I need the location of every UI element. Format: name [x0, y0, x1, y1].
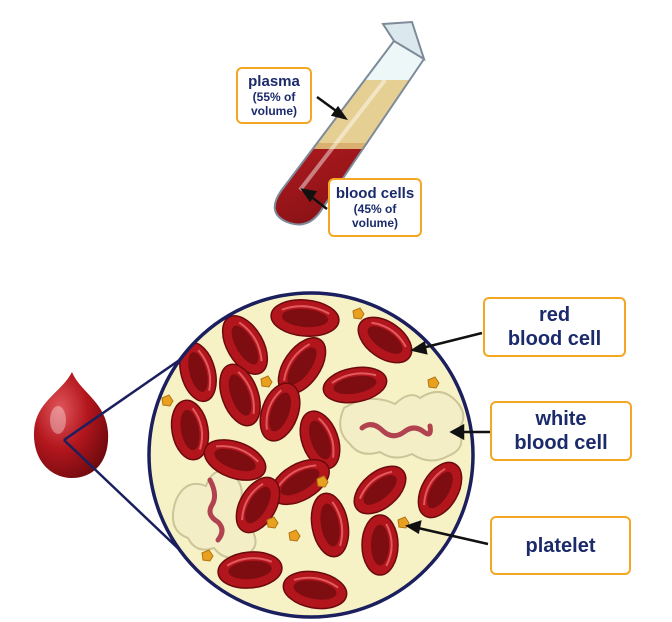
platelet-line-1: platelet — [525, 534, 596, 557]
white-blood-cell-line-1: white — [535, 408, 587, 430]
plasma-detail-2: volume) — [250, 104, 297, 118]
tube-arrows — [300, 95, 348, 210]
red-blood-cell — [310, 492, 350, 558]
tube-rim — [381, 20, 426, 62]
platelet — [161, 394, 174, 407]
red-blood-cell — [270, 299, 340, 337]
platelets — [161, 307, 440, 562]
magnified-circle-border — [147, 291, 475, 619]
red-blood-cell — [322, 366, 388, 404]
blood-cells-title: blood cells — [335, 185, 415, 202]
red-blood-cell — [277, 337, 327, 395]
blood-cells-detail-2: volume) — [351, 216, 398, 230]
platelet — [427, 376, 440, 389]
magnified-view — [147, 291, 475, 619]
red-blood-cell-label: red blood cell — [483, 297, 626, 357]
white-blood-cell-2 — [172, 470, 257, 559]
plasma-detail-1: (55% of — [252, 90, 296, 104]
platelet-label: platelet — [490, 516, 631, 575]
platelet — [352, 307, 365, 320]
blood-drop — [33, 372, 109, 478]
red-blood-cell — [217, 551, 283, 589]
red-blood-cell-line-1: red — [538, 304, 571, 326]
red-blood-cell — [282, 570, 348, 610]
white-blood-cell — [339, 391, 465, 462]
platelet — [260, 375, 273, 388]
plasma-title: plasma — [248, 73, 300, 90]
platelet — [266, 516, 279, 529]
plasma-label: plasma (55% of volume) — [236, 67, 312, 124]
white-blood-cell-label: white blood cell — [490, 401, 632, 461]
red-blood-cells — [170, 299, 463, 610]
red-blood-cell — [353, 465, 407, 515]
red-blood-cell — [219, 363, 261, 427]
red-blood-cell — [221, 315, 269, 375]
platelet — [201, 549, 214, 562]
red-blood-cell — [170, 399, 210, 461]
red-blood-cell — [299, 410, 341, 470]
red-blood-cell-line-2: blood cell — [507, 328, 602, 350]
red-blood-cell — [361, 514, 399, 576]
red-blood-cell — [259, 382, 301, 442]
blood-cells-label: blood cells (45% of volume) — [328, 178, 422, 237]
white-blood-cell-line-2: blood cell — [514, 432, 608, 454]
red-blood-cell — [417, 461, 463, 519]
cell-arrows — [405, 331, 490, 546]
red-blood-cell — [270, 458, 330, 506]
red-blood-cell — [357, 316, 413, 364]
platelet — [316, 475, 329, 488]
red-blood-cell — [179, 341, 217, 403]
red-blood-cell — [203, 439, 267, 481]
blood-cells-detail-1: (45% of — [353, 202, 397, 216]
platelet — [288, 529, 301, 542]
